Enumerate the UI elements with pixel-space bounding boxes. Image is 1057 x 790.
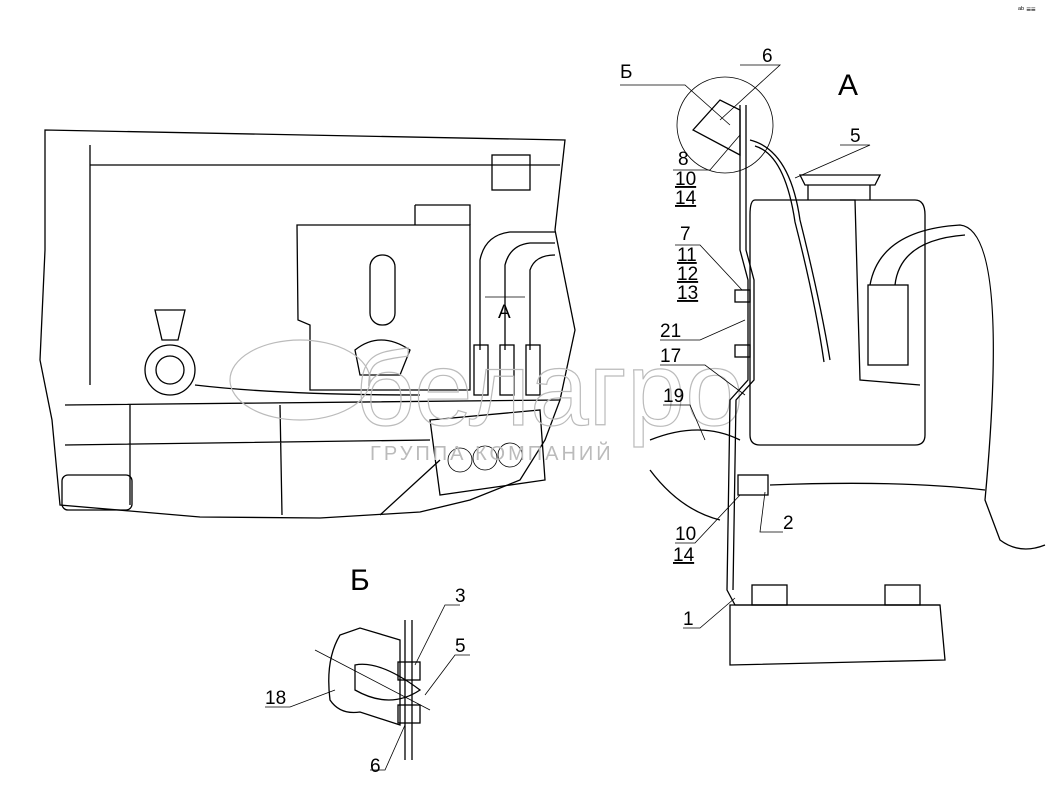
callout-7: 7 bbox=[680, 224, 691, 245]
callout-8: 8 bbox=[678, 149, 689, 170]
callout-13: 13 bbox=[677, 283, 698, 304]
machine-main-view: А bbox=[39, 129, 576, 519]
callout-11: 11 bbox=[677, 245, 697, 266]
callout-b-3: 3 bbox=[455, 586, 466, 607]
callout-12: 12 bbox=[677, 264, 698, 285]
callout-19: 19 bbox=[663, 386, 684, 407]
callout-14b: 14 bbox=[673, 545, 695, 566]
view-b: Б 3 5 18 6 bbox=[265, 564, 470, 777]
callout-17: 17 bbox=[660, 346, 681, 367]
callout-10b: 10 bbox=[675, 524, 696, 545]
callout-b-ref: Б bbox=[620, 62, 632, 83]
callout-1: 1 bbox=[683, 609, 694, 630]
view-a: А Б 6 8 10 bbox=[620, 46, 1046, 666]
callout-5: 5 bbox=[850, 126, 861, 147]
callout-b-5: 5 bbox=[455, 636, 466, 657]
callout-2: 2 bbox=[783, 513, 794, 534]
callout-leaders bbox=[620, 64, 871, 629]
watermark: белагро ГРУППА КОМПАНИЙ bbox=[229, 330, 744, 465]
watermark-brand: белагро bbox=[355, 331, 744, 448]
view-arrow-label: А bbox=[498, 302, 511, 323]
callout-21: 21 bbox=[660, 321, 681, 342]
callout-14: 14 bbox=[675, 188, 697, 209]
view-b-title: Б bbox=[350, 564, 370, 597]
watermark-subtitle: ГРУППА КОМПАНИЙ bbox=[370, 441, 614, 465]
callout-b-6: 6 bbox=[370, 756, 381, 777]
view-a-title: А bbox=[838, 69, 858, 102]
corner-mark: ᵃᵇ ≡≡ bbox=[1018, 5, 1036, 14]
callout-b-18: 18 bbox=[265, 688, 286, 709]
callout-10: 10 bbox=[675, 169, 696, 190]
callout-6: 6 bbox=[762, 46, 773, 67]
